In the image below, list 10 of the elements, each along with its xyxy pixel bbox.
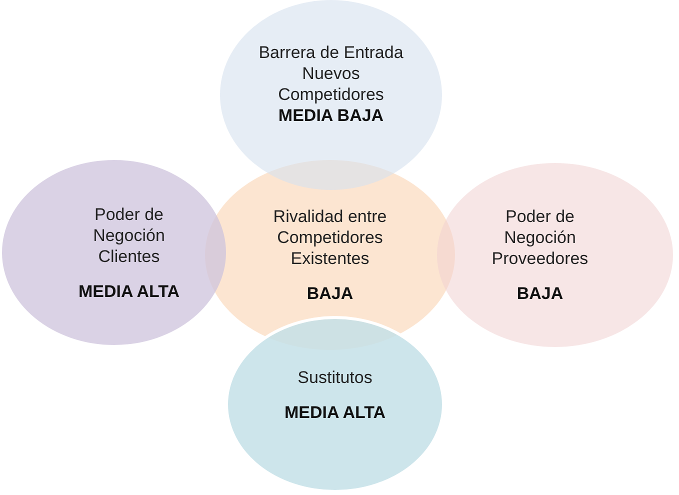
rating-label: MEDIA BAJA: [278, 105, 384, 126]
force-label: Barrera de Entrada Nuevos Competidores: [258, 42, 404, 105]
rating-label: MEDIA ALTA: [284, 402, 386, 422]
force-label: Rivalidad entre Competidores Existentes: [272, 206, 388, 269]
rating-label: MEDIA ALTA: [78, 280, 180, 302]
force-label: Sustitutos: [298, 366, 372, 388]
rating-label: BAJA: [306, 283, 354, 304]
force-label: Poder de Negoción Proveedores: [490, 206, 590, 269]
rating-label: BAJA: [516, 283, 564, 304]
force-label: Poder de Negoción Clientes: [92, 204, 166, 266]
